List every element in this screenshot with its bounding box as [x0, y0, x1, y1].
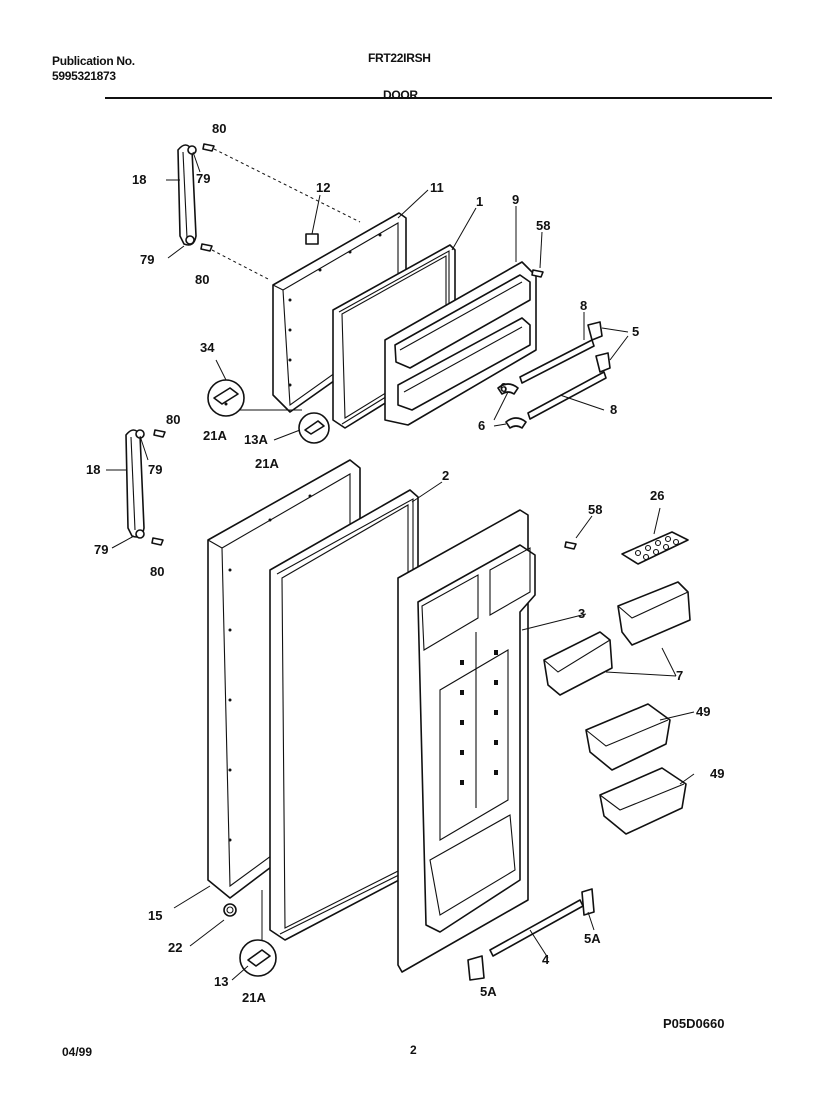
callout-6: 6	[478, 418, 485, 433]
callout-3: 3	[578, 606, 585, 621]
egg-tray-26	[621, 531, 689, 565]
rail-clips-5	[587, 321, 611, 373]
freezer-handle	[177, 144, 197, 246]
callout-26: 26	[650, 488, 664, 503]
callout-58: 58	[588, 502, 602, 517]
callout-11: 11	[430, 180, 444, 195]
callout-2: 2	[442, 468, 449, 483]
callout-4: 4	[542, 952, 550, 967]
freezer-handle-screws	[200, 143, 215, 252]
door-bin-49-upper	[585, 703, 671, 771]
callout-79: 79	[196, 171, 210, 186]
publication-label: Publication No.	[52, 54, 135, 68]
page-number: 2	[410, 1043, 417, 1057]
nameplate-12	[305, 233, 319, 245]
header-rule	[105, 97, 772, 99]
callout-79: 79	[140, 252, 154, 267]
stop-22	[223, 903, 237, 917]
hinge-bubble-34	[207, 379, 245, 417]
callout-5a: 5A	[480, 984, 497, 999]
callout-13a: 13A	[244, 432, 268, 447]
screw-58-top	[531, 269, 544, 278]
callout-58: 58	[536, 218, 550, 233]
callout-80: 80	[166, 412, 180, 427]
screw-58-bottom	[564, 541, 577, 550]
callout-49: 49	[696, 704, 710, 719]
fresh-food-handle-screws	[151, 429, 166, 546]
callout-34: 34	[200, 340, 215, 355]
callout-5: 5	[632, 324, 639, 339]
callout-21a: 21A	[242, 990, 266, 1005]
callout-49: 49	[710, 766, 724, 781]
leader-lines	[106, 151, 695, 981]
fresh-food-gasket	[269, 489, 419, 941]
callout-80: 80	[212, 121, 226, 136]
callout-80: 80	[195, 272, 209, 287]
fresh-food-inner-liner	[397, 509, 536, 973]
dairy-door-7-upper	[617, 581, 691, 646]
publication-number: 5995321873	[52, 69, 116, 83]
callout-9: 9	[512, 192, 519, 207]
callout-15: 15	[148, 908, 162, 923]
callout-79: 79	[94, 542, 108, 557]
callout-1: 1	[476, 194, 483, 209]
door-bin-49-lower	[599, 767, 687, 835]
liner-shelf-studs	[460, 650, 498, 785]
callout-18: 18	[86, 462, 100, 477]
callout-7: 7	[676, 668, 683, 683]
callout-21a: 21A	[203, 428, 227, 443]
freezer-shelf-rail-lower	[527, 371, 607, 420]
rail-clips-5a	[467, 888, 595, 981]
dairy-door-7-lower	[543, 631, 613, 696]
callout-22: 22	[168, 940, 182, 955]
callout-12: 12	[316, 180, 330, 195]
callout-79: 79	[148, 462, 162, 477]
callout-labels: 80 79 18 79 80 12 11 1 9 58 8 5 6 8 6 34…	[86, 121, 724, 1005]
callout-6: 6	[500, 380, 507, 395]
publication-date: 04/99	[62, 1045, 93, 1059]
callout-5a: 5A	[584, 931, 601, 946]
callout-13: 13	[214, 974, 228, 989]
model-number: FRT22IRSH	[368, 51, 431, 65]
freezer-shelf-rail-upper	[519, 339, 595, 384]
callout-21a: 21A	[255, 456, 279, 471]
callout-80: 80	[150, 564, 164, 579]
freezer-inner-liner	[384, 261, 537, 426]
fresh-food-handle	[125, 429, 145, 539]
callout-8: 8	[580, 298, 587, 313]
hinge-bubble-13	[239, 939, 277, 977]
diagram-code: P05D0660	[663, 1016, 725, 1031]
callout-18: 18	[132, 172, 146, 187]
callout-8: 8	[610, 402, 617, 417]
hinge-bubble-13a	[298, 412, 330, 444]
rail-clips-6	[497, 383, 527, 429]
